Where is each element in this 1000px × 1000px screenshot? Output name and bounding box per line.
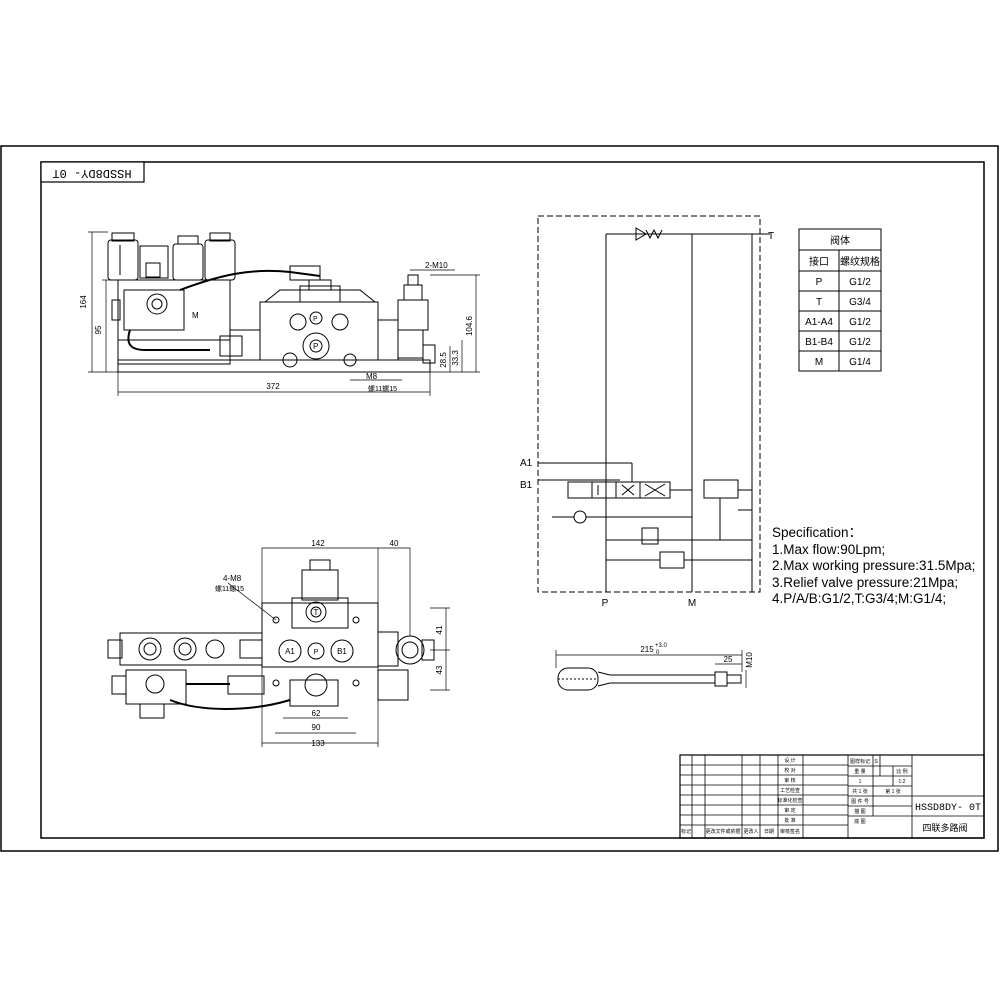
top-port-a: A1 — [285, 647, 295, 656]
top-dim-width: 142 — [311, 539, 325, 548]
top-dim-body: 90 — [312, 723, 321, 732]
side-depth-note: 螺11螺15 — [368, 384, 397, 393]
port-table-cell: G1/2 — [849, 317, 871, 328]
tb-cell: 校 对 — [784, 767, 795, 774]
drawing-code: HSSD8DY- 0T — [915, 803, 981, 814]
port-table-cell: A1-A4 — [805, 317, 833, 328]
specification-line: 1.Max flow:90Lpm; — [772, 541, 886, 557]
top-depth-note: 螺11螺15 — [215, 584, 244, 593]
top-dim-right-b: 43 — [435, 665, 444, 674]
top-dim-bottom: 133 — [311, 739, 325, 748]
schem-label-m: M — [688, 598, 696, 609]
tb-cell: 描 图 — [854, 808, 865, 815]
tb-cell: 标记 — [681, 828, 691, 835]
port-table-cell: P — [816, 277, 823, 288]
mirrored-code-text: HSSD8DY- 0T — [52, 166, 131, 180]
top-port-p: P — [314, 649, 319, 656]
tb-cell: 底 图 — [854, 818, 865, 825]
inner-border — [40, 161, 985, 839]
tb-cell: 比 例 — [896, 768, 907, 775]
lever-drawing — [555, 650, 747, 691]
tb-cell: S — [874, 759, 878, 765]
drawing-name: 四联多路阀 — [922, 822, 967, 833]
tb-cell: 审 定 — [784, 807, 795, 814]
schem-label-p: P — [602, 598, 609, 609]
top-port-b: B1 — [337, 647, 347, 656]
lever-dim-tol: +3.0 — [655, 643, 668, 649]
schem-label-b1: B1 — [520, 480, 533, 491]
port-table-cell: M — [815, 357, 823, 368]
svg-text:P: P — [313, 316, 318, 323]
top-dim-right-a: 41 — [435, 625, 444, 634]
side-thread-bottom: M8 — [366, 372, 378, 381]
tb-cell: 1 — [859, 779, 862, 785]
top-port-t: T — [314, 608, 319, 617]
tb-cell: 设 计 — [784, 757, 795, 764]
tb-cell: 重 量 — [854, 768, 865, 775]
outer-border — [0, 145, 999, 852]
tb-cell: 图样标记 — [850, 758, 870, 765]
port-table-header-thread: 螺纹规格 — [840, 255, 880, 268]
port-table-cell: G1/4 — [849, 357, 871, 368]
top-dim-offset: 40 — [390, 539, 399, 548]
svg-text:M: M — [192, 311, 199, 320]
tb-cell: 第 1 张 — [885, 788, 901, 795]
side-dim-port-mid: 33.3 — [451, 350, 460, 366]
tb-cell: 更改文件或依据 — [705, 828, 740, 835]
side-thread-top: 2-M10 — [425, 261, 448, 270]
lever-dim-tol-low: 0 — [656, 650, 660, 656]
mirrored-code-box: HSSD8DY- 0T — [40, 161, 145, 183]
top-dim-center: 62 — [312, 709, 321, 718]
tb-cell: 标准化检查 — [777, 797, 802, 804]
port-table-title: 阀体 — [830, 234, 850, 247]
port-table-header-port: 接口 — [809, 255, 829, 268]
side-dim-port-low: 28.5 — [439, 352, 448, 368]
port-table-cell: G1/2 — [849, 337, 871, 348]
port-table-cell: T — [816, 297, 822, 308]
tb-cell: 1:2 — [899, 779, 906, 785]
tb-cell: 图 件 号 — [851, 798, 869, 805]
side-dim-height-total: 164 — [79, 295, 88, 309]
tb-cell: 共 1 张 — [852, 788, 868, 795]
side-dim-height-body: 95 — [94, 325, 103, 334]
title-block — [679, 754, 985, 839]
top-view — [107, 547, 450, 747]
lever-dim-thread-len: 25 — [724, 655, 733, 664]
tb-cell: 更改人 — [743, 828, 758, 835]
side-view: M P P — [88, 231, 480, 396]
specification-title: Specification： — [772, 525, 863, 540]
hydraulic-schematic — [537, 215, 770, 593]
schem-label-a1: A1 — [520, 458, 533, 469]
tb-cell: 批 准 — [784, 817, 795, 824]
port-table-cell: B1-B4 — [805, 337, 833, 348]
lever-dim-length: 215 — [640, 645, 654, 654]
svg-text:P: P — [313, 342, 318, 351]
tb-cell: 审核签名 — [780, 828, 800, 835]
port-table — [798, 228, 882, 372]
specification-block: Specification： 1.Max flow:90Lpm; 2.Max w… — [772, 525, 975, 608]
port-table-cell: G1/2 — [849, 277, 871, 288]
port-table-cell: G3/4 — [849, 297, 871, 308]
tb-cell: 审 核 — [784, 777, 795, 784]
top-thread-note: 4-M8 — [223, 574, 242, 583]
tb-cell: 工艺检查 — [780, 787, 800, 794]
specification-line: 4.P/A/B:G1/2,T:G3/4;M:G1/4; — [772, 591, 947, 606]
lever-dim-thread: M10 — [745, 652, 754, 668]
schem-label-t: T — [768, 231, 774, 242]
specification-line: 2.Max working pressure:31.5Mpa; — [772, 558, 976, 573]
tb-cell: 日期 — [764, 829, 774, 835]
side-dim-width: 372 — [266, 382, 280, 391]
side-dim-right-total: 104.6 — [465, 315, 474, 336]
specification-line: 3.Relief valve pressure:21Mpa; — [772, 574, 959, 590]
